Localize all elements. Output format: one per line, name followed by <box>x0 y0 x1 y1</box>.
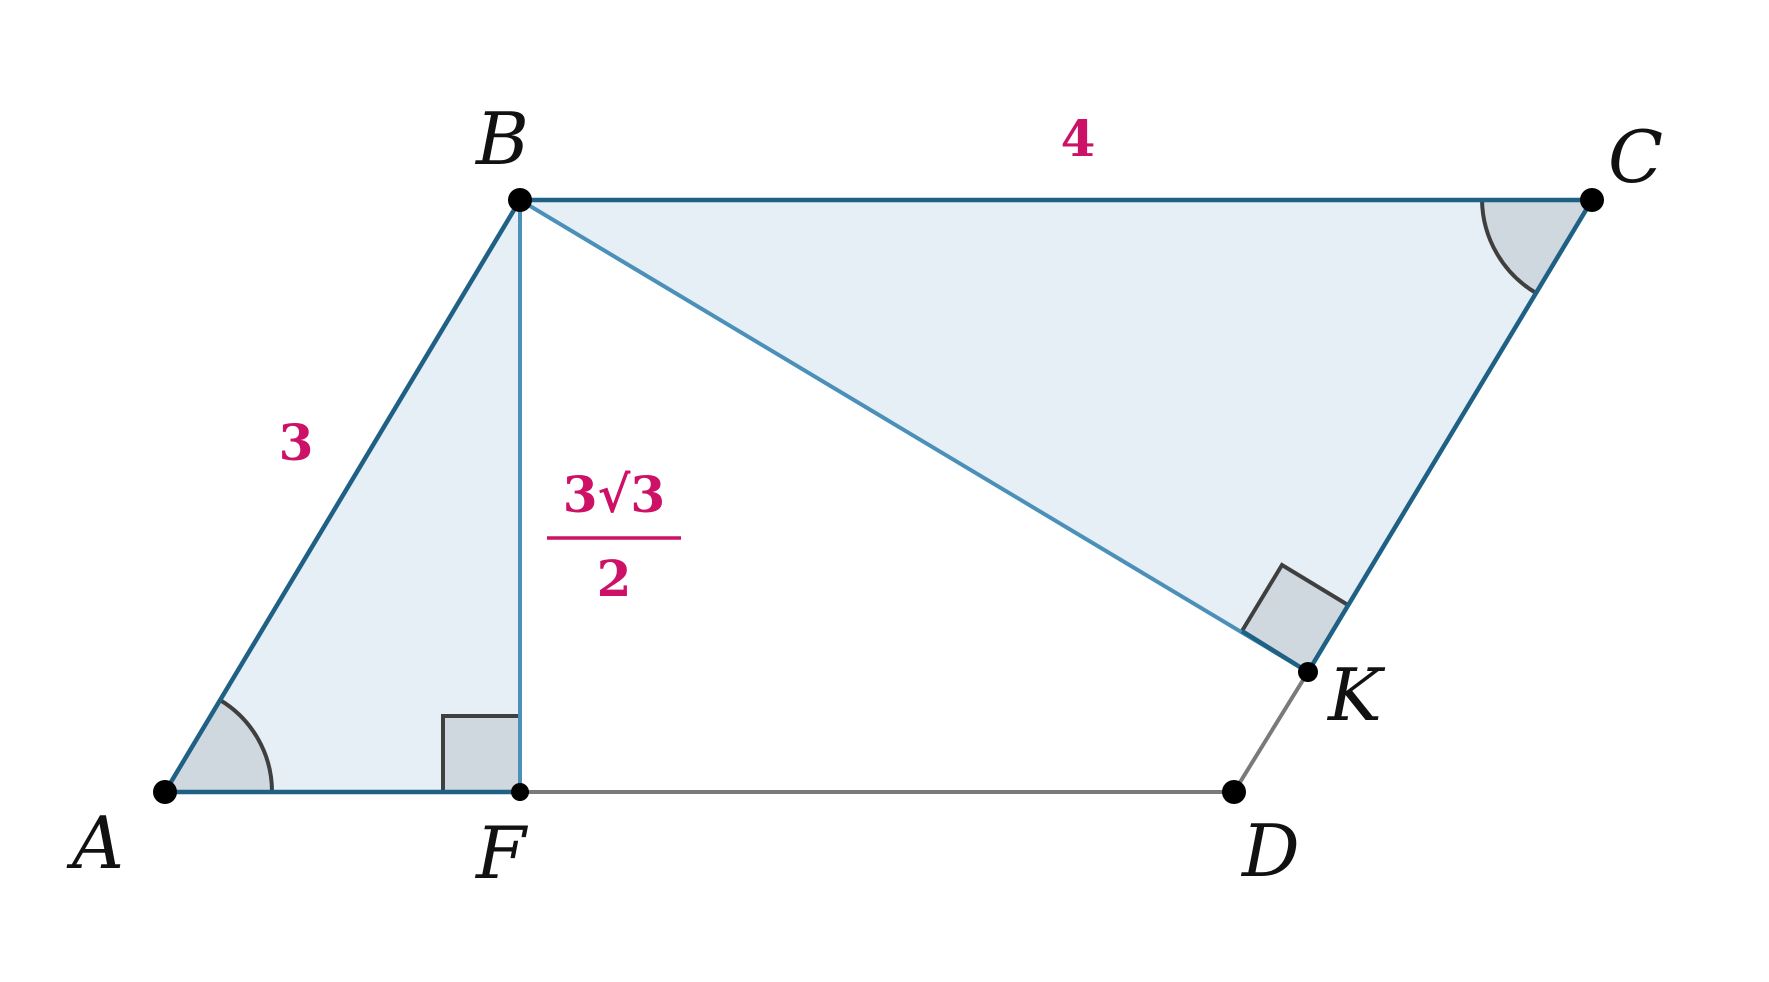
label-f: F <box>474 811 529 895</box>
triangle-bck-fill <box>520 200 1592 672</box>
point-c <box>1580 188 1604 212</box>
point-d <box>1222 780 1246 804</box>
point-f <box>511 783 529 801</box>
segment-bk <box>518 198 1310 674</box>
label-b: B <box>474 97 529 181</box>
point-b <box>508 188 532 212</box>
label-k: K <box>1326 653 1386 737</box>
label-a: A <box>66 801 124 885</box>
label-d: D <box>1240 809 1300 893</box>
length-ab: 3 <box>279 413 314 472</box>
segment-kd <box>1232 670 1310 794</box>
length-bf-numerator: 3√3 <box>563 465 665 524</box>
length-bc: 4 <box>1061 109 1096 168</box>
point-k <box>1298 662 1318 682</box>
label-c: C <box>1608 115 1663 199</box>
point-a <box>153 780 177 804</box>
right-angle-f-marker <box>443 716 520 792</box>
segment-ck <box>1306 198 1594 674</box>
segment-bk-end <box>1240 629 1310 674</box>
segment-ab <box>163 198 522 794</box>
length-bf-denominator: 2 <box>597 549 632 608</box>
